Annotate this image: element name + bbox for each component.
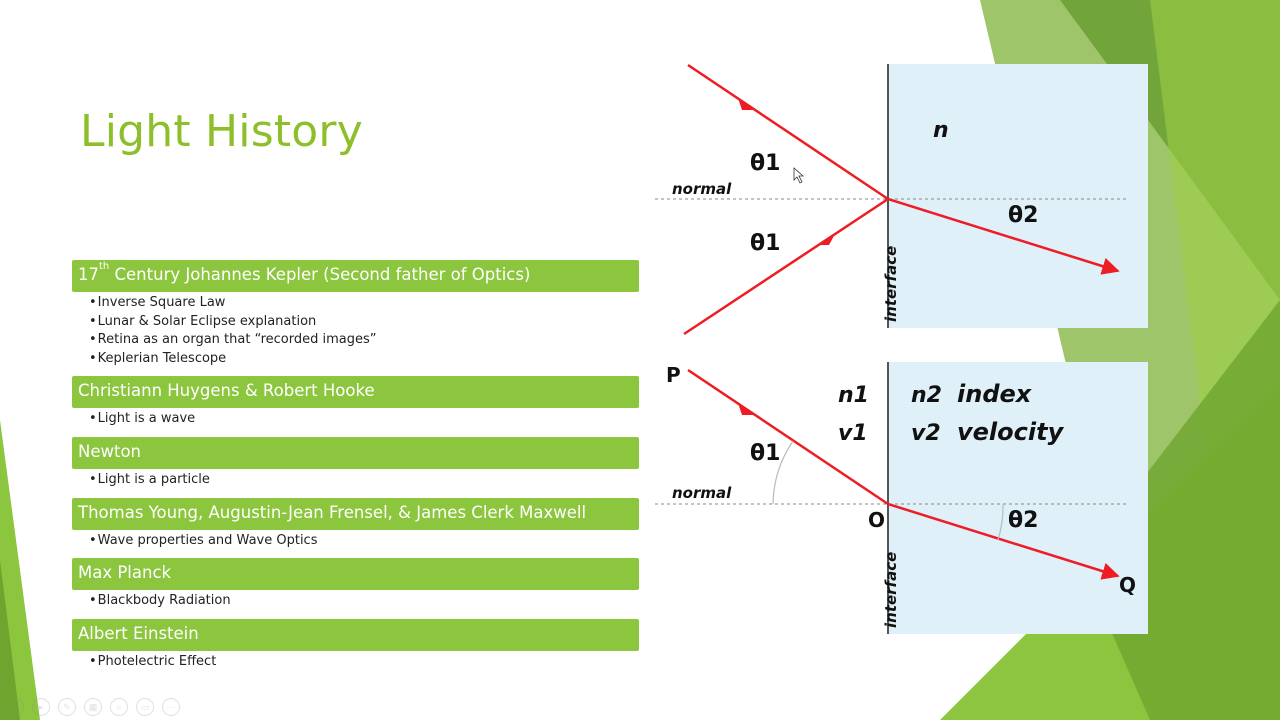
list-item: Retina as an organ that “recorded images… [89,331,639,350]
label-n: n [933,118,949,143]
label-theta1: θ1 [750,151,780,176]
list-item: Inverse Square Law [89,294,639,313]
slide-title: Light History [80,106,363,157]
medium-region [888,64,1148,328]
prev-icon[interactable]: ◂ [6,698,24,716]
label-index: index [957,380,1033,408]
label-v1: v1 [838,421,868,446]
list-item: Blackbody Radiation [89,592,639,611]
label-theta2: θ2 [1008,203,1038,228]
section-heading-newton: Newton [72,436,639,469]
label-velocity: velocity [957,418,1065,446]
subtitles-icon[interactable]: ▭ [136,698,154,716]
pen-icon[interactable]: ✎ [58,698,76,716]
next-icon[interactable]: ▸ [32,698,50,716]
label-normal: normal [672,180,732,198]
list-item: Wave properties and Wave Optics [89,532,639,551]
label-normal: normal [672,484,732,502]
incident-ray [687,63,889,201]
reflection-refraction-diagram: n θ1 θ1 θ2 normal interface [655,63,1148,336]
more-icon[interactable]: ⋯ [162,698,180,716]
incident-ray [687,368,889,506]
reflected-ray [683,197,889,336]
section-heading-huygens-hooke: Christiann Huygens & Robert Hooke [72,376,639,409]
section-heading-einstein: Albert Einstein [72,618,639,651]
snell-law-diagram: P O Q n1 v1 n2 index v2 velocity θ1 θ2 n… [655,362,1148,634]
label-v2: v2 [911,421,941,446]
mouse-cursor-icon [793,167,805,184]
section-heading-young-fresnel-maxwell: Thomas Young, Augustin-Jean Frensel, & J… [72,497,639,530]
label-O: O [868,508,885,532]
list-item: Photelectric Effect [89,653,639,672]
label-theta2: θ2 [1008,508,1038,533]
label-interface: interface [882,552,900,628]
section-heading-planck: Max Planck [72,558,639,591]
slides-icon[interactable]: ▦ [84,698,102,716]
label-n2: n2 [911,383,942,408]
label-n1: n1 [838,383,869,408]
label-interface: interface [882,246,900,322]
list-item: Light is a wave [89,410,639,429]
slideshow-toolbar: ◂ ▸ ✎ ▦ ⌕ ▭ ⋯ [6,698,180,716]
medium-region [888,362,1148,634]
history-list: 17th Century Johannes Kepler (Second fat… [72,260,639,679]
angle-arc-theta1 [772,440,794,505]
refracted-ray [887,502,1120,580]
refracted-ray [887,197,1120,275]
angle-arc-theta2 [997,503,1004,541]
list-item: Keplerian Telescope [89,350,639,369]
label-P: P [666,363,681,387]
list-item: Lunar & Solar Eclipse explanation [89,313,639,332]
zoom-icon[interactable]: ⌕ [110,698,128,716]
label-Q: Q [1119,573,1136,597]
list-item: Light is a particle [89,471,639,490]
label-theta1: θ1 [750,441,780,466]
refraction-diagram: n θ1 θ1 θ2 normal interface P O Q n1 v1 … [655,63,1148,634]
label-theta1-reflected: θ1 [750,231,780,256]
section-heading-kepler: 17th Century Johannes Kepler (Second fat… [72,260,639,292]
